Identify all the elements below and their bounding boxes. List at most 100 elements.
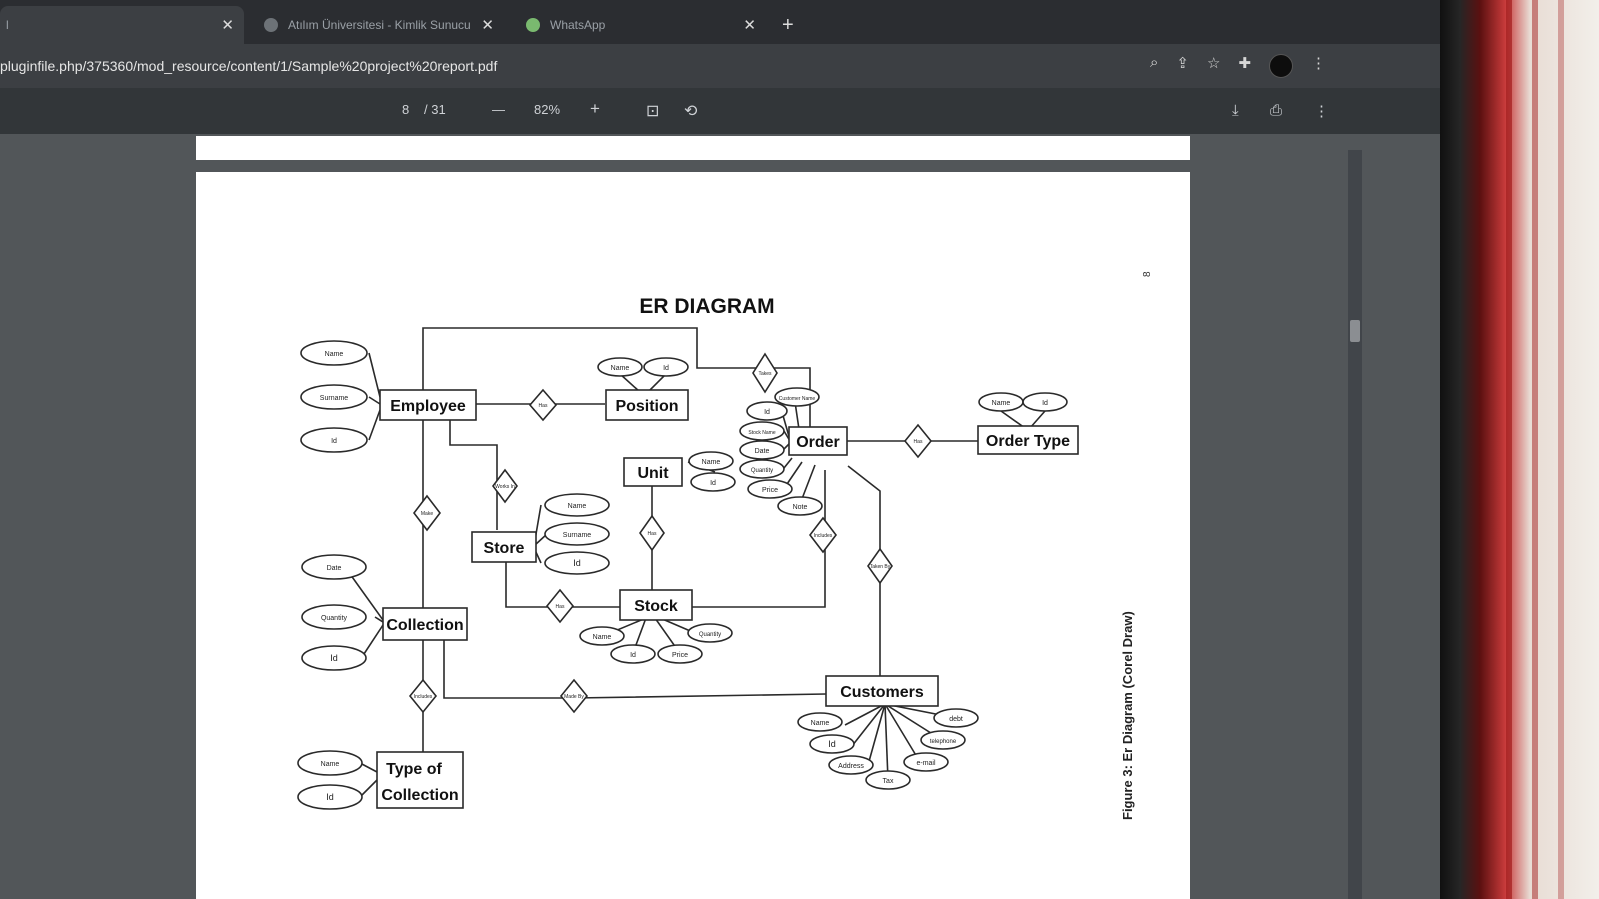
tab-kimlik[interactable]: Atılım Üniversitesi - Kimlik Sunucu ✕ bbox=[250, 6, 504, 44]
fit-page-icon[interactable]: ⊡ bbox=[646, 103, 660, 120]
attr-customers-name: Name bbox=[811, 720, 830, 727]
globe-icon bbox=[264, 18, 278, 32]
scrollbar-thumb[interactable] bbox=[1350, 320, 1360, 342]
attr-employee-surname: Surname bbox=[320, 395, 349, 402]
attr-unit-name: Name bbox=[702, 459, 721, 466]
attr-order-quantity: Quantity bbox=[751, 468, 773, 474]
close-icon[interactable]: ✕ bbox=[221, 17, 234, 34]
address-bar-actions: ⌕ ⇪ ☆ ✚ ⋮ bbox=[1150, 54, 1326, 78]
attr-store-name: Name bbox=[568, 503, 587, 510]
attr-ordertype-name: Name bbox=[992, 400, 1011, 407]
url-text[interactable]: pluginfile.php/375360/mod_resource/conte… bbox=[0, 58, 498, 74]
whatsapp-icon bbox=[526, 18, 540, 32]
tab-strip: l ✕ Atılım Üniversitesi - Kimlik Sunucu … bbox=[0, 0, 1440, 44]
attr-customers-telephone: telephone bbox=[930, 739, 957, 745]
attr-stock-name: Name bbox=[593, 634, 612, 641]
attr-typeofcollection-id: Id bbox=[326, 792, 334, 802]
attr-order-note: Note bbox=[793, 504, 808, 511]
address-bar[interactable]: pluginfile.php/375360/mod_resource/conte… bbox=[0, 44, 1440, 88]
figure-caption: Figure 3: Er Diagram (Corel Draw) bbox=[1120, 611, 1135, 820]
attr-ordertype-id: Id bbox=[1042, 400, 1048, 407]
rel-employee-position: Has bbox=[539, 403, 548, 409]
attribute-labels: Name Surname Id Name Id Customer Name Id… bbox=[320, 351, 1048, 802]
close-icon[interactable]: ✕ bbox=[481, 17, 494, 34]
rel-employee-collection: Make bbox=[421, 511, 433, 517]
pdf-page-previous bbox=[196, 136, 1190, 160]
rotate-icon[interactable]: ⟲ bbox=[684, 103, 698, 120]
entity-order: Order bbox=[796, 434, 840, 451]
zoom-level[interactable]: 82% bbox=[534, 102, 561, 117]
rel-employee-order: Takes bbox=[758, 371, 772, 377]
print-icon[interactable]: ⎙ bbox=[1270, 102, 1283, 119]
attr-position-id: Id bbox=[663, 365, 669, 372]
attribute-ovals bbox=[297, 340, 1068, 810]
attr-stock-quantity: Quantity bbox=[699, 632, 721, 638]
profile-avatar[interactable] bbox=[1269, 54, 1294, 78]
entity-unit: Unit bbox=[637, 465, 669, 482]
attr-employee-id: Id bbox=[331, 438, 337, 445]
attr-order-customer-name: Customer Name bbox=[779, 396, 816, 402]
tab-whatsapp[interactable]: WhatsApp ✕ bbox=[512, 6, 766, 44]
attr-store-surname: Surname bbox=[563, 532, 592, 539]
tab-current[interactable]: l ✕ bbox=[0, 6, 244, 44]
entity-position: Position bbox=[615, 398, 678, 415]
attr-unit-id: Id bbox=[710, 480, 716, 487]
entity-stock: Stock bbox=[634, 598, 678, 615]
attr-customers-id: Id bbox=[828, 739, 836, 749]
attr-order-id: Id bbox=[764, 409, 770, 416]
more-options-icon[interactable]: ⋮ bbox=[1314, 103, 1329, 120]
star-icon[interactable]: ☆ bbox=[1206, 55, 1221, 72]
extensions-icon[interactable]: ✚ bbox=[1238, 55, 1252, 72]
scrollbar[interactable] bbox=[1348, 150, 1362, 899]
page-title: ER DIAGRAM bbox=[639, 295, 774, 318]
attr-typeofcollection-name: Name bbox=[321, 761, 340, 768]
rel-collection-customers: Made By bbox=[564, 694, 584, 700]
entity-type-of-collection-line2: Collection bbox=[381, 787, 458, 804]
close-icon[interactable]: ✕ bbox=[743, 17, 756, 34]
entity-store: Store bbox=[484, 540, 525, 557]
pdf-viewer[interactable] bbox=[0, 134, 1440, 899]
attr-stock-price: Price bbox=[672, 652, 688, 659]
entity-boxes bbox=[376, 389, 1079, 809]
tab-title: WhatsApp bbox=[550, 18, 606, 32]
rel-order-customers: Taken By bbox=[870, 564, 891, 570]
rel-collection-type: Includes bbox=[414, 694, 433, 700]
relationship-labels: Has Takes Works In Make Has Has Has Incl… bbox=[414, 371, 923, 700]
menu-icon[interactable]: ⋮ bbox=[1311, 55, 1327, 72]
pdf-toolbar: 8 / 31 — 82% + ⊡ ⟲ ⤓ ⎙ ⋮ bbox=[0, 88, 1440, 134]
attr-position-name: Name bbox=[611, 365, 630, 372]
entity-collection: Collection bbox=[386, 617, 463, 634]
tab-title: Atılım Üniversitesi - Kimlik Sunucu bbox=[288, 18, 471, 32]
attr-collection-date: Date bbox=[327, 565, 342, 572]
attr-customers-email: e-mail bbox=[916, 760, 936, 767]
page-number-input[interactable]: 8 bbox=[402, 102, 410, 117]
tab-title: l bbox=[6, 18, 9, 32]
rel-store-stock: Has bbox=[556, 604, 565, 610]
page-number: 8 bbox=[1142, 271, 1153, 277]
download-icon[interactable]: ⤓ bbox=[1232, 102, 1239, 119]
attr-employee-name: Name bbox=[325, 351, 344, 358]
rel-order-ordertype: Has bbox=[914, 439, 923, 445]
rel-employee-store: Works In bbox=[495, 484, 515, 490]
zoom-out-button[interactable]: — bbox=[492, 102, 505, 117]
search-icon[interactable]: ⌕ bbox=[1150, 54, 1159, 71]
attr-customers-debt: debt bbox=[949, 716, 963, 723]
page-total: / 31 bbox=[424, 102, 446, 117]
attr-customers-tax: Tax bbox=[883, 778, 894, 785]
new-tab-button[interactable]: + bbox=[782, 14, 794, 36]
attr-collection-quantity: Quantity bbox=[321, 615, 348, 622]
attr-collection-id: Id bbox=[330, 653, 338, 663]
entity-customers: Customers bbox=[840, 684, 924, 701]
pdf-page bbox=[196, 172, 1190, 899]
attr-customers-address: Address bbox=[838, 763, 864, 770]
monitor-bezel bbox=[1440, 0, 1599, 899]
screen: l ✕ Atılım Üniversitesi - Kimlik Sunucu … bbox=[0, 0, 1440, 899]
share-icon[interactable]: ⇪ bbox=[1176, 55, 1189, 72]
attr-store-id: Id bbox=[573, 558, 581, 568]
entity-employee: Employee bbox=[390, 398, 466, 415]
rel-unit-stock: Has bbox=[648, 531, 657, 537]
zoom-in-button[interactable]: + bbox=[590, 99, 600, 118]
entity-type-of-collection-line1: Type of bbox=[386, 761, 442, 778]
rel-order-stock: Includes bbox=[814, 533, 833, 539]
